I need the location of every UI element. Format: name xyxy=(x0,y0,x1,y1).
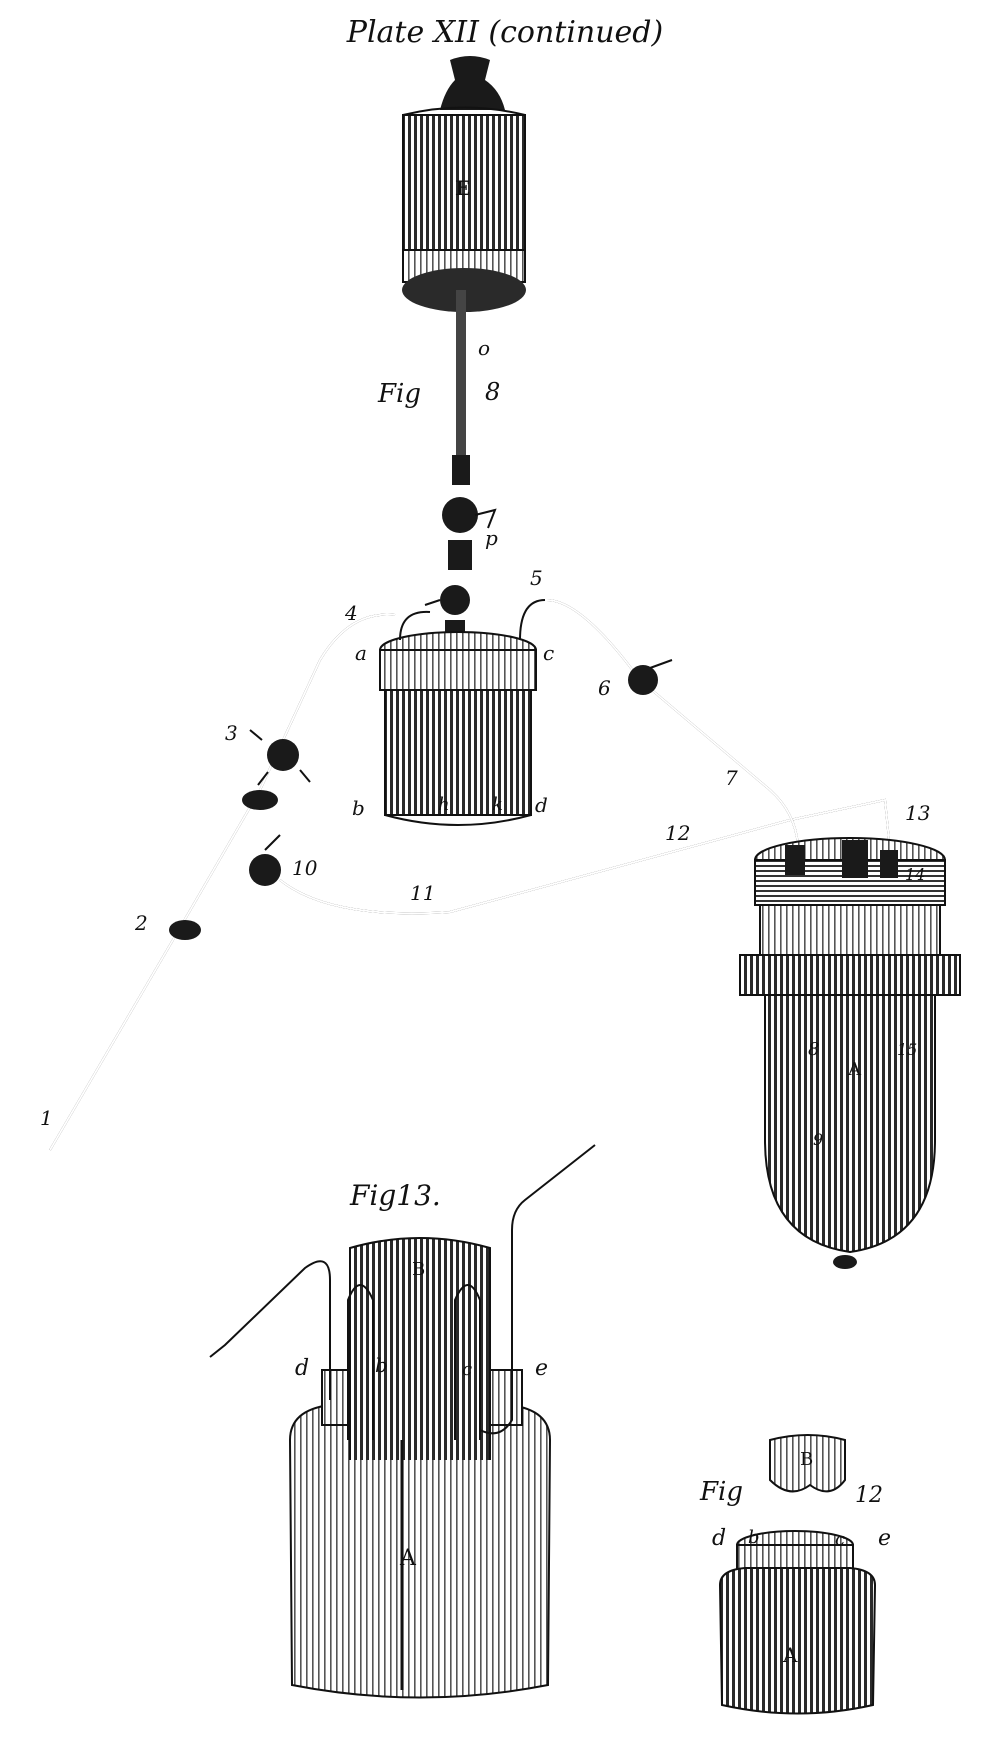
fig12-label-c: c xyxy=(835,1529,845,1550)
label-5: 5 xyxy=(530,566,543,590)
label-k: k xyxy=(492,794,503,815)
tube-5-6-7 xyxy=(544,598,799,846)
label-8: 8 xyxy=(808,1039,819,1060)
fig12-label-e: e xyxy=(878,1526,891,1551)
fig12-label-b-vessel: B xyxy=(800,1449,813,1470)
stopcock-3 xyxy=(267,739,299,771)
fig8-apparatus: E xyxy=(49,56,961,1269)
label-3: 3 xyxy=(225,721,238,745)
label-d: d xyxy=(535,793,548,817)
vessel-e-label: E xyxy=(455,176,470,200)
label-14: 14 xyxy=(905,865,925,884)
fig12-labels: Fig 12 B A d b c e xyxy=(699,1449,891,1667)
label-9: 9 xyxy=(813,1130,823,1149)
fig13-label-b: b xyxy=(375,1353,388,1377)
fig13-label-e: e xyxy=(535,1356,548,1381)
fig8-caption-fig: Fig xyxy=(377,379,421,409)
label-10: 10 xyxy=(292,856,318,880)
fig12-piece-b xyxy=(769,1434,846,1493)
label-7: 7 xyxy=(725,766,738,790)
vessel-e: E xyxy=(402,56,526,312)
label-11: 11 xyxy=(410,881,435,905)
fig13-jar-a xyxy=(288,1404,552,1699)
plate-title: Plate XII (continued) xyxy=(346,15,663,50)
fig13-label-d: d xyxy=(295,1356,309,1381)
stopcock-p xyxy=(424,497,497,640)
tube-left-long xyxy=(49,613,396,1151)
fig12-apparatus xyxy=(718,1434,877,1715)
fig13-caption: Fig13. xyxy=(349,1179,441,1212)
label-h: h xyxy=(438,794,450,815)
label-o: o xyxy=(478,336,490,360)
fig12-label-a-vessel: A xyxy=(782,1643,798,1667)
central-vessel xyxy=(379,599,546,826)
label-p: p xyxy=(485,526,498,550)
label-4: 4 xyxy=(344,601,358,625)
fig13-label-b-vessel: B xyxy=(412,1259,425,1280)
fig12-label-d: d xyxy=(712,1526,726,1551)
label-6: 6 xyxy=(598,676,611,700)
vertical-stem xyxy=(456,290,466,460)
fig12-jar-a xyxy=(718,1567,877,1715)
label-13: 13 xyxy=(905,801,930,825)
right-vessel xyxy=(739,837,961,1269)
label-a: a xyxy=(355,641,367,665)
stopcock-10 xyxy=(249,854,281,886)
fig8-caption-num: 8 xyxy=(485,378,500,406)
fig13-label-c: c xyxy=(462,1359,472,1380)
label-c: c xyxy=(543,641,554,665)
fig12-caption-fig: Fig xyxy=(699,1477,743,1507)
tube-left-inner xyxy=(49,613,396,1151)
label-2: 2 xyxy=(134,911,148,935)
fig12-label-b: b xyxy=(748,1527,760,1548)
label-15: 15 xyxy=(897,1040,917,1059)
fig13-apparatus xyxy=(209,1144,596,1699)
fig8-labels: Fig 8 o p 4 5 a c b h k d 3 6 7 13 12 10… xyxy=(40,336,930,1149)
right-vessel-label-a: A xyxy=(847,1059,862,1080)
label-12: 12 xyxy=(665,821,690,845)
label-b: b xyxy=(352,796,365,820)
fig12-caption-num: 12 xyxy=(855,1483,883,1508)
fig13-label-a-vessel: A xyxy=(399,1546,417,1571)
fig13-labels: Fig13. B A d b c e xyxy=(295,1179,548,1571)
label-1: 1 xyxy=(40,1106,53,1130)
stopcock-6 xyxy=(628,665,658,695)
